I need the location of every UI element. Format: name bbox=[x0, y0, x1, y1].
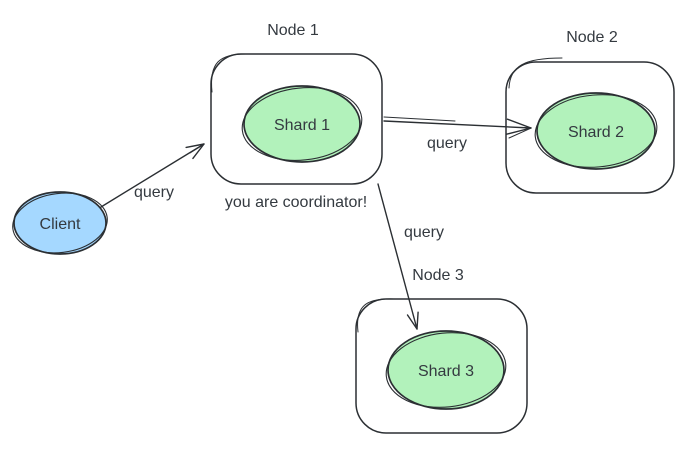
shard2-ellipse bbox=[536, 92, 656, 170]
node3-corner-sketch bbox=[357, 298, 395, 333]
node2-corner-sketch bbox=[508, 57, 563, 89]
query-label-client-node1: query bbox=[134, 184, 174, 201]
edge-node1-node3 bbox=[377, 183, 419, 330]
edge-node1-node2-arrowhead bbox=[505, 118, 532, 135]
node1-corner-sketch bbox=[210, 53, 250, 93]
shard2-sketch-stroke bbox=[534, 94, 658, 168]
shard3-sketch-stroke bbox=[385, 332, 507, 408]
edge-node1-node2-line bbox=[383, 120, 532, 129]
edge-node1-node2-arrowhead-sketch bbox=[508, 128, 531, 139]
client-ellipse bbox=[13, 191, 107, 255]
text-layer: Node 1 Node 2 Node 3 Shard 1 Shard 2 Sha… bbox=[40, 22, 625, 380]
node3-box bbox=[355, 298, 528, 434]
coordinator-note: you are coordinator! bbox=[225, 194, 367, 211]
shard3-label: Shard 3 bbox=[418, 363, 474, 380]
shard3-ellipse bbox=[387, 330, 505, 410]
node1-box bbox=[210, 53, 383, 185]
shard1-label: Shard 1 bbox=[274, 117, 330, 134]
shard1-sketch-stroke bbox=[241, 87, 363, 161]
edge-node1-node3-arrowhead bbox=[406, 311, 419, 330]
edge-node1-node2 bbox=[383, 116, 532, 139]
edge-client-node1 bbox=[100, 143, 205, 208]
shard2-label: Shard 2 bbox=[568, 124, 624, 141]
edge-node1-node3-line bbox=[377, 183, 418, 330]
shapes-layer bbox=[12, 53, 675, 434]
query-label-node1-node2: query bbox=[427, 135, 467, 152]
node3-title: Node 3 bbox=[412, 267, 464, 284]
node1-title: Node 1 bbox=[267, 22, 319, 39]
edge-node1-node2-line-sketch bbox=[383, 116, 456, 122]
client-sketch-stroke bbox=[12, 192, 108, 254]
query-label-node1-node3: query bbox=[404, 224, 444, 241]
edge-client-node1-arrowhead-sketch bbox=[189, 144, 204, 154]
shard1-ellipse bbox=[243, 85, 361, 163]
edge-client-node1-line bbox=[100, 143, 205, 208]
client-label: Client bbox=[40, 216, 81, 233]
node2-title: Node 2 bbox=[566, 29, 618, 46]
edge-client-node1-arrowhead bbox=[185, 143, 205, 160]
